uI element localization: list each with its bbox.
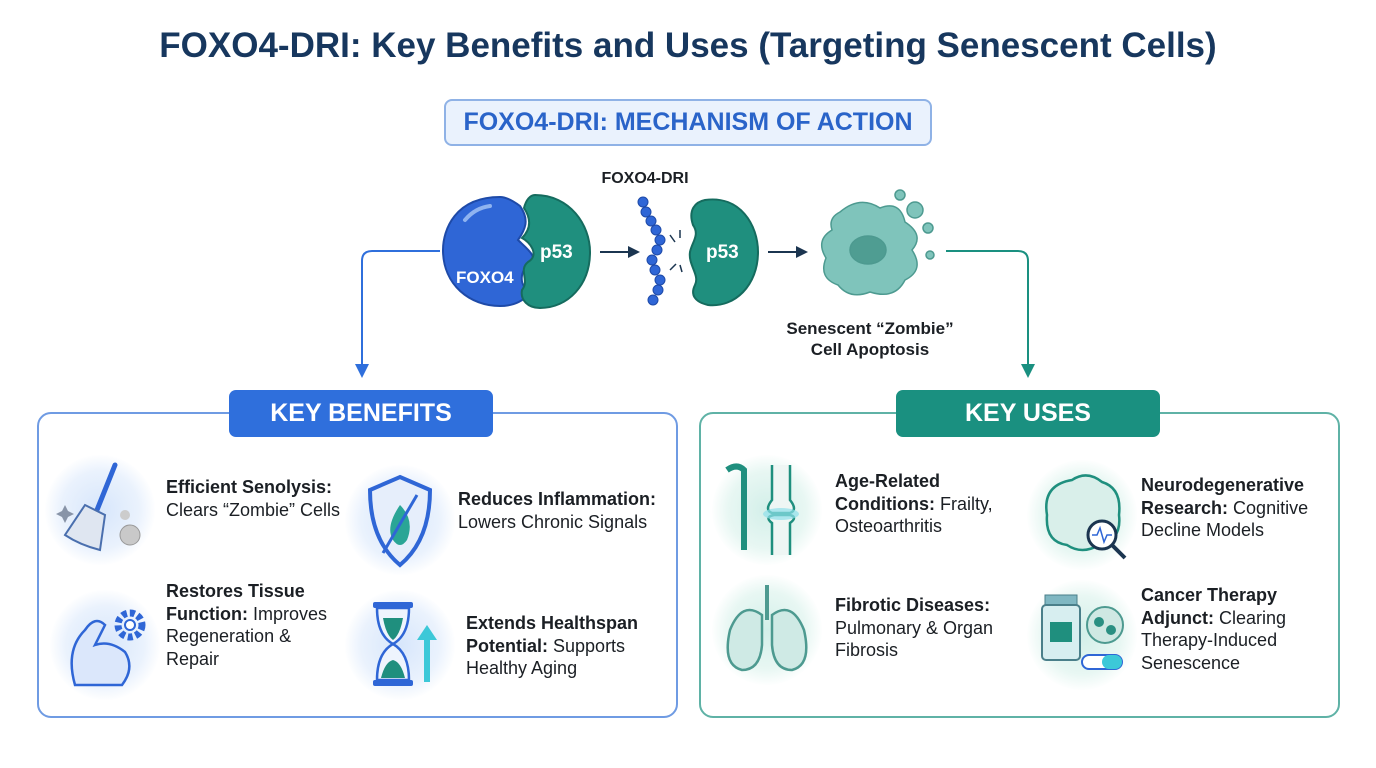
shield-flame-icon (345, 465, 455, 575)
p53-label-free: p53 (706, 242, 739, 263)
lungs-icon (712, 575, 822, 685)
apoptosis-label-line1: Senescent “Zombie” (786, 319, 954, 338)
senescent-cell-icon (820, 189, 935, 296)
disruption-marks-icon (669, 230, 683, 273)
key-benefits-header: KEY BENEFITS (229, 390, 493, 437)
benefit-item-senolysis: Efficient Senolysis: Clears “Zombie” Cel… (166, 477, 341, 520)
peptide-label: FOXO4-DRI (601, 170, 689, 187)
mechanism-diagram (355, 189, 1035, 378)
muscle-gear-icon (50, 590, 160, 700)
mechanism-title: FOXO4-DRI: MECHANISM OF ACTION (444, 99, 932, 146)
p53-protein-icon (520, 193, 592, 310)
foxo4-label: FOXO4 (456, 268, 514, 287)
cane-joint-icon (712, 455, 822, 565)
benefit-item-tissue: Restores Tissue Function: Improves Regen… (166, 581, 328, 669)
use-item-age-related: Age-Related Conditions: Frailty, Osteoar… (835, 471, 993, 536)
medicine-icon (1027, 580, 1137, 690)
p53-free-protein-icon (688, 198, 760, 307)
use-item-neurodegenerative: Neurodegenerative Research: Cognitive De… (1141, 475, 1309, 540)
use-item-fibrotic: Fibrotic Diseases: Pulmonary & Organ Fib… (835, 595, 994, 660)
page-title: FOXO4-DRI: Key Benefits and Uses (Target… (159, 26, 1217, 65)
brain-icon (1027, 460, 1137, 570)
benefit-item-healthspan: Extends Healthspan Potential: Supports H… (466, 613, 639, 678)
foxo4-protein-icon (441, 195, 535, 308)
apoptosis-label-line2: Cell Apoptosis (810, 340, 930, 359)
key-uses-header: KEY USES (896, 390, 1160, 437)
broom-icon (45, 455, 155, 565)
connector-left-arrow (355, 250, 440, 378)
use-item-cancer: Cancer Therapy Adjunct: Clearing Therapy… (1141, 585, 1287, 673)
peptide-chain-icon (637, 196, 666, 306)
benefit-item-inflammation: Reduces Inflammation: Lowers Chronic Sig… (458, 489, 657, 532)
p53-label: p53 (540, 242, 573, 263)
connector-right-arrow (946, 250, 1035, 378)
apoptosis-label: Senescent “Zombie” Cell Apoptosis (770, 318, 970, 360)
hourglass-icon (345, 590, 455, 700)
